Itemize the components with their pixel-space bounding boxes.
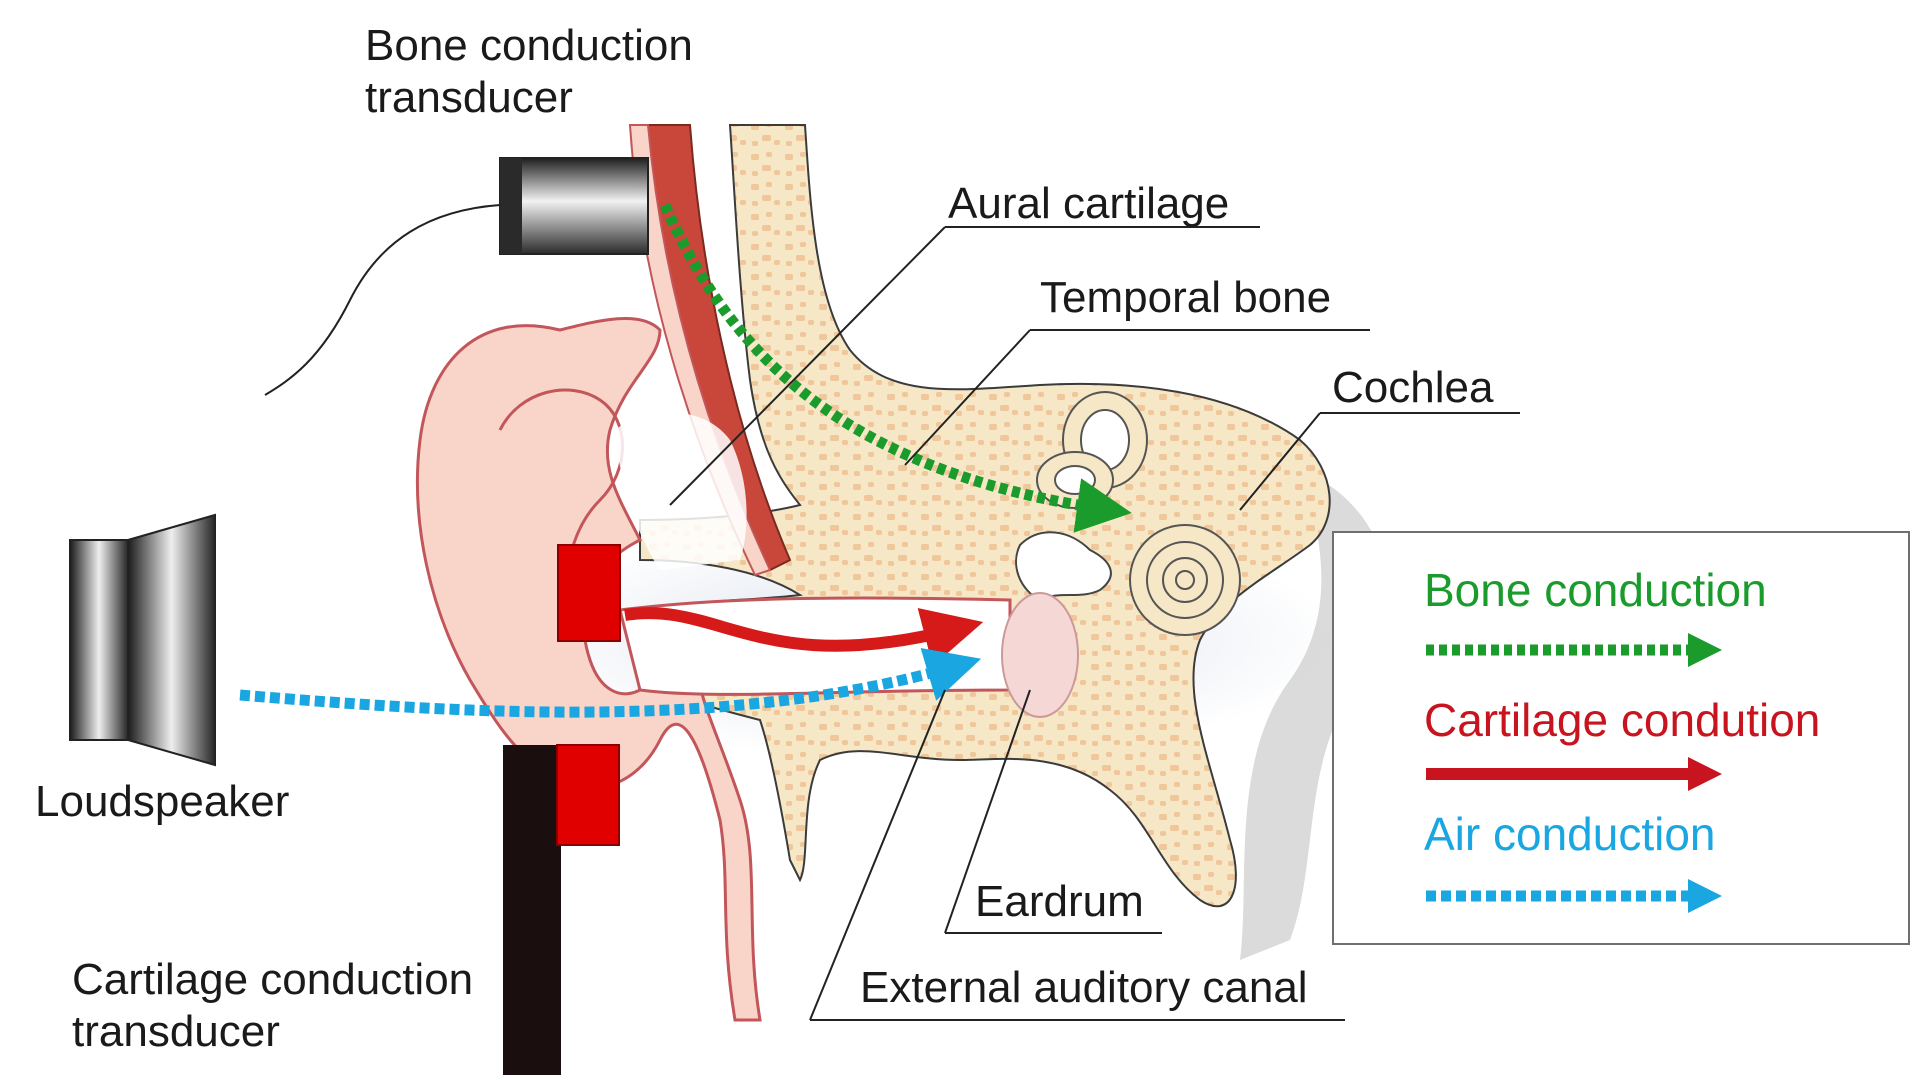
- leader-lines: [669, 226, 1520, 1021]
- aural-cartilage-label: Aural cartilage: [948, 179, 1230, 228]
- cartilage-conduction-transducer: [503, 544, 621, 1075]
- aural-cartilage-region: [615, 412, 747, 570]
- legend-label-cartilage: Cartilage condution: [1424, 694, 1821, 746]
- loudspeaker: [69, 513, 216, 767]
- cartilage-transducer-label-line2: transducer: [72, 1007, 280, 1056]
- cartilage-transducer-label-line1: Cartilage conduction: [72, 955, 474, 1004]
- auricle: [415, 317, 762, 1022]
- bone-transducer-label-line2: transducer: [365, 73, 573, 122]
- legend-arrow-cartilage: [1426, 757, 1722, 791]
- eardrum-label: Eardrum: [975, 877, 1144, 926]
- legend-label-bone: Bone conduction: [1424, 564, 1767, 616]
- legend: Bone conduction Cartilage condution Air …: [1332, 531, 1910, 945]
- external-canal-label: External auditory canal: [860, 963, 1308, 1012]
- ossicles: [1015, 531, 1112, 602]
- eardrum-shape: [1001, 592, 1079, 718]
- bone-conduction-transducer: [264, 157, 649, 396]
- legend-arrow-air: [1426, 879, 1722, 913]
- cochlea-structure: [1036, 391, 1241, 636]
- bone-conduction-arrow: [659, 202, 1132, 533]
- legend-label-air: Air conduction: [1424, 808, 1716, 860]
- cochlea-label: Cochlea: [1332, 363, 1494, 412]
- legend-arrow-bone: [1426, 633, 1722, 667]
- loudspeaker-label: Loudspeaker: [35, 777, 290, 826]
- cartilage-conduction-arrow: [624, 607, 984, 667]
- temporal-bone-label: Temporal bone: [1040, 273, 1332, 322]
- bone-transducer-label-line1: Bone conduction: [365, 21, 693, 70]
- air-conduction-arrow: [239, 647, 982, 718]
